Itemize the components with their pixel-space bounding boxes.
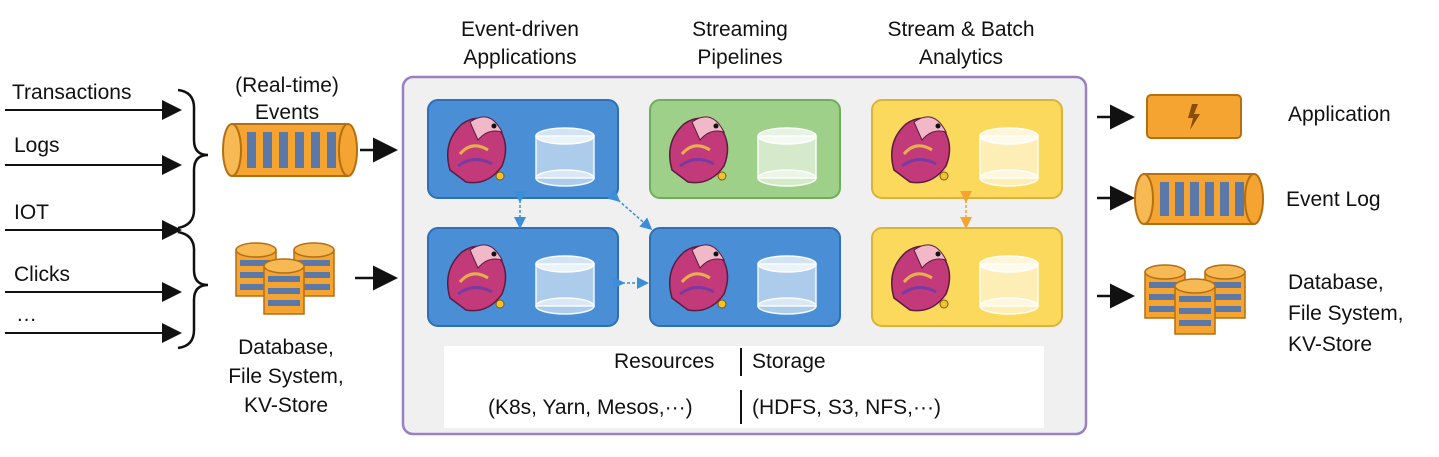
resources-label: Resources: [614, 350, 715, 373]
output-event-log-label: Event Log: [1286, 188, 1381, 211]
input-database-icon: [235, 242, 335, 315]
category-streaming-1: Streaming: [692, 18, 788, 41]
brace-lower: [177, 230, 209, 350]
flink-squirrel-icon: [669, 116, 729, 184]
source-more: …: [16, 303, 37, 326]
source-clicks: Clicks: [14, 263, 70, 286]
source-logs: Logs: [14, 134, 60, 157]
output-database-label-3: KV-Store: [1288, 333, 1373, 356]
state-storage-icon: [979, 255, 1039, 315]
output-database-label-1: Database,: [1288, 271, 1384, 294]
flink-squirrel-icon: [891, 244, 951, 312]
brace-upper: [177, 88, 209, 230]
source-transactions: Transactions: [12, 81, 132, 104]
category-analytics-1: Stream & Batch: [887, 18, 1035, 41]
card-event-driven-top: [427, 99, 619, 199]
input-database-label-2: File System,: [228, 365, 344, 388]
card-streaming-bottom: [649, 227, 841, 327]
source-iot: IOT: [14, 201, 49, 224]
input-database-label-1: Database,: [238, 336, 334, 359]
category-streaming-2: Pipelines: [697, 46, 783, 69]
state-storage-icon: [979, 127, 1039, 187]
output-database-icon: [1144, 264, 1246, 335]
storage-label: Storage: [752, 350, 826, 373]
output-event-log-icon: [1134, 173, 1264, 225]
output-application-icon: [1146, 94, 1242, 139]
card-streaming-top: [649, 99, 841, 199]
resources-storage-panel: [444, 346, 1044, 428]
input-arrows: [5, 100, 182, 343]
output-application-label: Application: [1288, 103, 1391, 126]
resources-list: (K8s, Yarn, Mesos,···): [488, 396, 693, 419]
state-storage-icon: [757, 127, 817, 187]
output-database-label-2: File System,: [1288, 302, 1404, 325]
category-event-driven-1: Event-driven: [461, 18, 579, 41]
input-event-log-icon: [222, 123, 358, 177]
flink-squirrel-icon: [447, 244, 507, 312]
storage-list: (HDFS, S3, NFS,···): [752, 396, 941, 419]
flink-squirrel-icon: [669, 244, 729, 312]
realtime-events-label-1: (Real-time): [235, 74, 339, 97]
realtime-events-label-2: Events: [254, 101, 320, 124]
flink-squirrel-icon: [447, 116, 507, 184]
flink-squirrel-icon: [891, 116, 951, 184]
card-analytics-top: [871, 99, 1063, 199]
state-storage-icon: [535, 255, 595, 315]
state-storage-icon: [535, 127, 595, 187]
state-storage-icon: [757, 255, 817, 315]
category-analytics-2: Analytics: [918, 46, 1004, 69]
card-event-driven-bottom: [427, 227, 619, 327]
card-connectors: [514, 189, 972, 289]
input-database-label-3: KV-Store: [243, 394, 329, 417]
category-event-driven-2: Applications: [463, 46, 577, 69]
card-analytics-bottom: [871, 227, 1063, 327]
